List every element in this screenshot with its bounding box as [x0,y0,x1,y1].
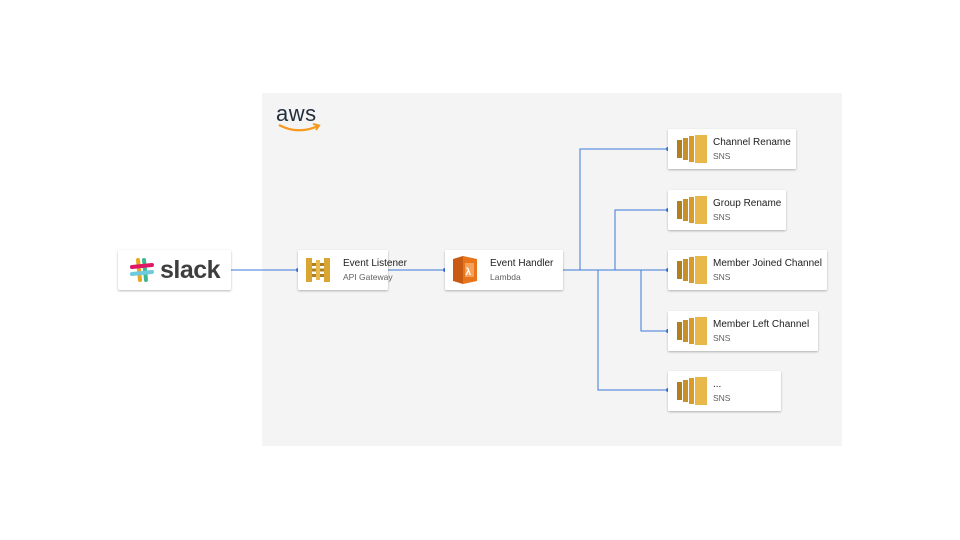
aws-smile-icon [278,123,321,132]
sns-group-rename-node[interactable]: Group Rename SNS [668,190,786,230]
event-handler-title: Event Handler [490,258,554,269]
sns-title: Channel Rename [713,137,791,148]
slack-hash-icon [130,258,154,282]
sns-subtitle: SNS [713,151,731,161]
slack-node[interactable]: slack [118,250,231,290]
sns-icon [677,317,707,345]
sns-icon [677,196,707,224]
sns-icon [677,135,707,163]
sns-more-node[interactable]: ... SNS [668,371,781,411]
event-listener-title: Event Listener [343,258,407,269]
event-listener-node[interactable]: Event Listener API Gateway [298,250,407,290]
sns-subtitle: SNS [713,272,731,282]
event-listener-subtitle: API Gateway [343,272,393,282]
sns-title: ... [713,379,722,390]
event-handler-node[interactable]: λ Event Handler Lambda [445,250,563,290]
sns-title: Group Rename [713,198,782,209]
sns-subtitle: SNS [713,212,731,222]
sns-channel-rename-node[interactable]: Channel Rename SNS [668,129,796,169]
lambda-icon: λ [453,256,477,284]
slack-logo-text: slack [160,256,221,284]
sns-subtitle: SNS [713,333,731,343]
sns-icon [677,256,707,284]
sns-member-joined-node[interactable]: Member Joined Channel SNS [668,250,827,290]
sns-member-left-node[interactable]: Member Left Channel SNS [668,311,818,351]
event-handler-subtitle: Lambda [490,272,521,282]
aws-logo-text: aws [276,101,317,126]
sns-title: Member Left Channel [713,319,810,330]
sns-icon [677,377,707,405]
sns-title: Member Joined Channel [713,258,822,269]
aws-logo: aws [276,101,326,136]
svg-text:λ: λ [466,267,472,278]
api-gateway-icon [306,258,330,282]
sns-subtitle: SNS [713,393,731,403]
